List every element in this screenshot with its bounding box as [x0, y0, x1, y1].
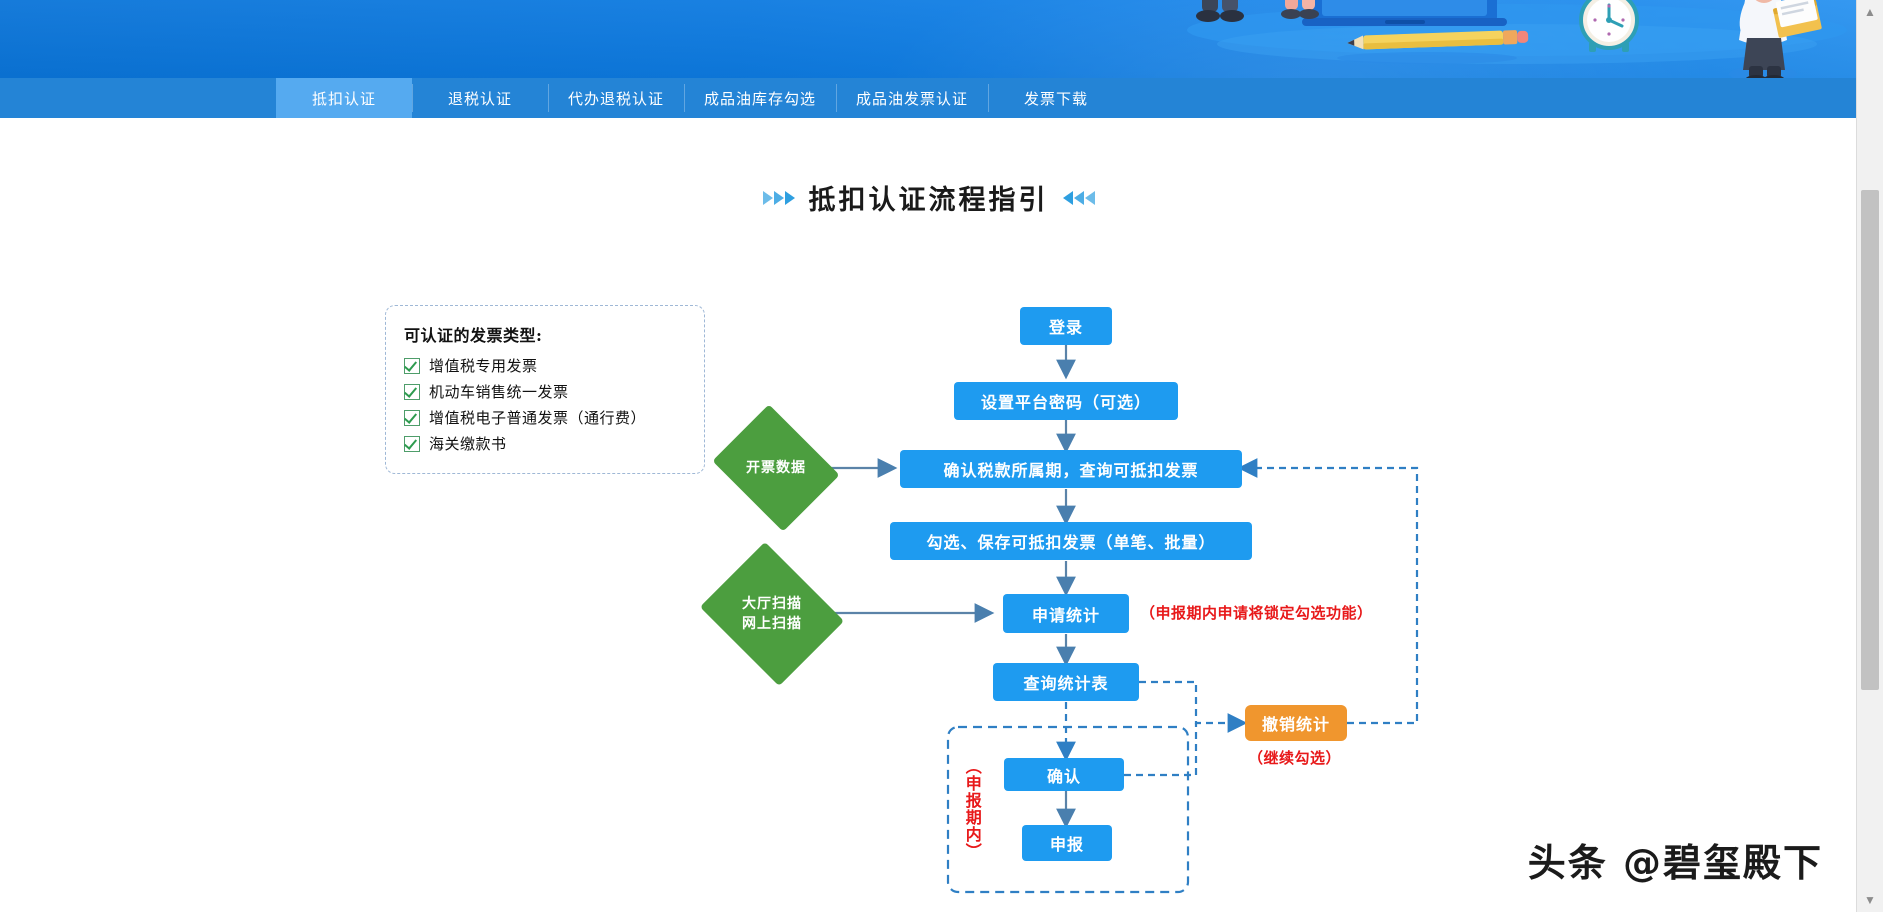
tab-daiban-tuishui-renzheng[interactable]: 代办退税认证: [548, 78, 684, 118]
tab-label: 退税认证: [447, 90, 512, 108]
check-icon: [404, 409, 420, 426]
flow-node-label: 申请统计: [1031, 605, 1100, 625]
flow-node-confirm[interactable]: 确认: [1004, 758, 1124, 791]
check-icon: [404, 357, 420, 374]
note-continue-selection: （继续勾选）: [1248, 747, 1341, 768]
flow-node-label: 申报: [1049, 835, 1084, 854]
flow-node-apply-statistics[interactable]: 申请统计: [1003, 594, 1129, 633]
tab-fapiao-xiazai[interactable]: 发票下载: [988, 78, 1124, 118]
flow-diamond-label: 大厅扫描 网上扫描: [742, 596, 802, 632]
tab-dikou-renzheng[interactable]: 抵扣认证: [276, 78, 412, 118]
scrollbar-thumb[interactable]: [1861, 190, 1879, 690]
flow-diamond-invoice-data: 开票数据: [712, 404, 840, 532]
flow-node-declare[interactable]: 申报: [1022, 825, 1112, 861]
note-text: （继续勾选）: [1248, 749, 1342, 767]
note-text: （申报期内申请将锁定勾选功能）: [1140, 604, 1373, 622]
note-text: （申报期内）: [962, 758, 982, 860]
tab-label: 成品油库存勾选: [704, 90, 817, 108]
invoice-type-legend-card: 可认证的发票类型: 增值税专用发票 机动车销售统一发票 增值税电子普通发票（通行…: [385, 305, 705, 474]
legend-item-label: 增值税电子普通发票（通行费）: [429, 409, 647, 427]
flow-node-login[interactable]: 登录: [1020, 307, 1112, 345]
tab-chengpinyou-fapiao-renzheng[interactable]: 成品油发票认证: [836, 78, 988, 118]
flow-node-confirm-period-query[interactable]: 确认税款所属期，查询可抵扣发票: [900, 450, 1242, 488]
legend-title: 可认证的发票类型:: [404, 326, 543, 345]
check-icon: [404, 383, 420, 400]
tab-chengpinyou-kucun-gouxuan[interactable]: 成品油库存勾选: [684, 78, 836, 118]
flow-node-set-platform-password[interactable]: 设置平台密码（可选）: [954, 382, 1178, 420]
tab-tuishui-renzheng[interactable]: 退税认证: [412, 78, 548, 118]
page-title: 抵扣认证流程指引: [808, 185, 1049, 216]
triangles-right-icon: [762, 190, 795, 205]
tab-label: 代办退税认证: [568, 90, 665, 108]
banner-illustration: [1187, 0, 1847, 78]
tab-label: 发票下载: [1024, 90, 1089, 108]
legend-item: 增值税专用发票: [404, 355, 686, 376]
watermark-text: 头条 @碧玺殿下: [1527, 841, 1823, 885]
note-declaration-period: （申报期内）: [962, 758, 982, 860]
watermark: 头条 @碧玺殿下: [1528, 832, 1823, 887]
note-lock-selection: （申报期内申请将锁定勾选功能）: [1140, 602, 1373, 623]
flow-node-label: 登录: [1048, 318, 1083, 337]
tab-bar-leading-spacer: [0, 78, 276, 118]
tab-label: 抵扣认证: [311, 90, 376, 108]
flow-node-select-save-invoices[interactable]: 勾选、保存可抵扣发票（单笔、批量）: [890, 522, 1252, 560]
flow-node-label: 确认税款所属期，查询可抵扣发票: [943, 461, 1199, 480]
legend-item-label: 海关缴款书: [429, 435, 507, 453]
vertical-scrollbar[interactable]: ▲ ▼: [1856, 0, 1883, 912]
legend-item: 机动车销售统一发票: [404, 381, 686, 402]
flow-node-label: 设置平台密码（可选）: [980, 393, 1151, 412]
scroll-up-arrow-icon[interactable]: ▲: [1857, 0, 1883, 24]
flow-diamond-label: 开票数据: [746, 460, 806, 476]
flow-node-label: 确认: [1046, 766, 1081, 786]
legend-item-label: 增值税专用发票: [429, 357, 538, 375]
flow-node-label: 勾选、保存可抵扣发票（单笔、批量）: [926, 533, 1216, 552]
tab-label: 成品油发票认证: [856, 90, 969, 108]
legend-item: 增值税电子普通发票（通行费）: [404, 407, 686, 428]
triangles-left-icon: [1062, 190, 1095, 205]
scroll-down-arrow-icon[interactable]: ▼: [1857, 888, 1883, 912]
page-title-row: 抵扣认证流程指引: [0, 178, 1857, 217]
flow-node-revoke-statistics[interactable]: 撤销统计: [1245, 705, 1347, 741]
flow-node-label: 查询统计表: [1023, 674, 1109, 693]
header-banner: [0, 0, 1857, 78]
flow-node-query-statistics-table[interactable]: 查询统计表: [993, 663, 1139, 701]
check-icon: [404, 435, 420, 452]
legend-item-label: 机动车销售统一发票: [429, 383, 569, 401]
legend-item: 海关缴款书: [404, 433, 686, 454]
main-tab-bar: 抵扣认证 退税认证 代办退税认证 成品油库存勾选 成品油发票认证 发票下载: [0, 78, 1857, 118]
flow-diamond-scan: 大厅扫描 网上扫描: [699, 541, 845, 687]
flow-node-label: 撤销统计: [1261, 715, 1330, 734]
